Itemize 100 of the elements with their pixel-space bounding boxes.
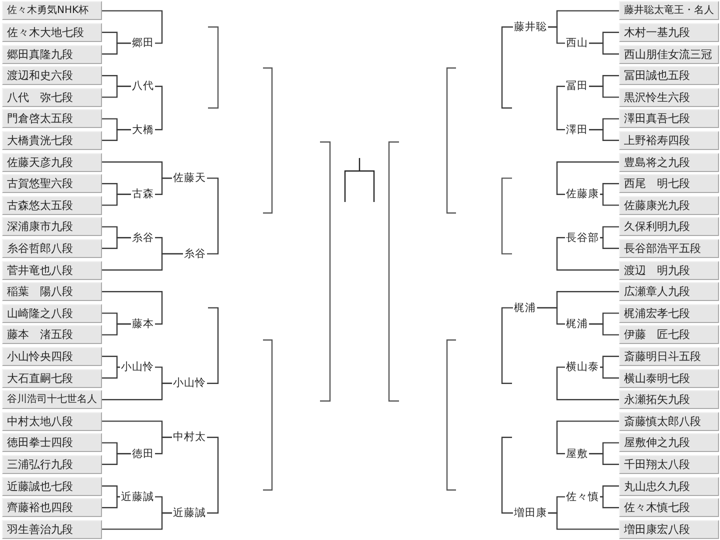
player-entry: 古賀悠聖六段 — [2, 174, 102, 194]
bracket-line — [589, 129, 619, 141]
winner-name: 佐々慎 — [565, 490, 600, 504]
player-entry: 佐々木勇気NHK杯 — [2, 1, 102, 20]
bracket-line — [102, 356, 120, 368]
winner-name: 小山怜 — [172, 376, 207, 390]
winner-name: 郷田 — [131, 36, 155, 50]
player-entry: 黒沢怜生六段 — [619, 88, 719, 107]
winner-name: 西山 — [565, 36, 589, 50]
player-entry: 徳田拳士四段 — [2, 433, 102, 452]
bracket-line — [600, 183, 619, 195]
bracket-line — [600, 496, 619, 508]
bracket-line — [501, 307, 513, 384]
bracket-line — [556, 366, 619, 400]
player-entry: 広瀬章人九段 — [619, 282, 719, 302]
bracket-line — [600, 356, 619, 368]
player-entry: 渡辺 明九段 — [619, 260, 719, 280]
bracket-line — [102, 453, 131, 465]
player-entry: 八代 弥七段 — [2, 88, 102, 107]
player-entry: 木村一基九段 — [619, 22, 719, 42]
winner-name: 古森 — [131, 187, 155, 202]
player-entry: 佐藤康光九段 — [619, 196, 719, 215]
bracket-line — [589, 86, 619, 98]
player-entry: 西山朋佳女流三冠 — [619, 44, 719, 64]
player-entry: 渡辺和史六段 — [2, 66, 102, 86]
bracket-line — [102, 129, 131, 141]
player-entry: 糸谷哲郎八段 — [2, 238, 102, 258]
player-entry: 古森悠太五段 — [2, 196, 102, 215]
winner-name: 佐藤天 — [172, 171, 207, 186]
player-entry: 稲葉 陽八段 — [2, 282, 102, 302]
player-entry: 羽生善治九段 — [2, 520, 102, 539]
winner-name: 澤田 — [565, 122, 589, 137]
bracket-line — [548, 26, 565, 44]
player-entry: 佐々木大地七段 — [2, 22, 102, 42]
bracket-line — [556, 161, 619, 195]
player-entry: 増田康宏八段 — [619, 520, 719, 539]
winner-name: 長谷部 — [565, 230, 600, 245]
bracket-line — [600, 237, 619, 249]
bracket-line — [556, 420, 619, 454]
player-entry: 斎藤明日斗五段 — [619, 346, 719, 366]
bracket-line — [600, 366, 619, 379]
bracket-line — [155, 436, 172, 454]
bracket-line — [102, 485, 120, 498]
player-entry: 冨田誠也五段 — [619, 66, 719, 86]
player-entry: 藤本 渚五段 — [2, 325, 102, 344]
bracket-line — [207, 178, 219, 254]
bracket-line — [102, 512, 172, 530]
bracket-line — [589, 42, 619, 55]
winner-name: 八代 — [131, 79, 155, 94]
bracket-line — [102, 496, 120, 508]
bracket-line — [207, 436, 219, 514]
player-entry: 藤井聡太竜王・名人 — [619, 1, 719, 20]
bracket-line — [102, 10, 163, 44]
player-entry: 横山泰明七段 — [619, 368, 719, 388]
player-entry: 門倉啓太五段 — [2, 109, 102, 128]
winner-name: 糸谷 — [131, 230, 155, 245]
bracket-line — [155, 86, 163, 130]
winner-name: 小山怜 — [120, 360, 155, 374]
bracket-line — [589, 323, 619, 336]
player-entry: 郷田真隆九段 — [2, 44, 102, 64]
player-entry: 上野裕寿四段 — [619, 130, 719, 150]
player-entry: 山崎隆之八段 — [2, 304, 102, 323]
player-entry: 永瀬拓矢九段 — [619, 390, 719, 410]
winner-name: 冨田 — [565, 79, 589, 94]
player-entry: 大石直嗣七段 — [2, 368, 102, 388]
bracket-line — [556, 86, 565, 130]
bracket-line — [102, 253, 183, 271]
bracket-line — [102, 194, 131, 206]
winner-name: 近藤誠 — [120, 490, 155, 504]
bracket-line — [102, 86, 131, 98]
winner-name: 屋敷 — [565, 446, 589, 461]
player-entry: 長谷部浩平五段 — [619, 238, 719, 258]
winner-name: 佐藤康 — [565, 187, 600, 202]
bracket-line — [102, 323, 131, 336]
bracket-line — [501, 26, 513, 109]
winner-name: 徳田 — [131, 446, 155, 461]
winner-name: 糸谷 — [183, 246, 207, 261]
player-entry: 屋敷伸之九段 — [619, 433, 719, 452]
bracket-line — [102, 366, 120, 379]
player-entry: 三浦弘行九段 — [2, 454, 102, 474]
player-entry: 西尾 明七段 — [619, 174, 719, 194]
player-entry: 谷川浩司十七世名人 — [2, 390, 102, 410]
bracket-line — [102, 237, 131, 249]
bracket-line — [207, 307, 219, 384]
winner-name: 中村太 — [172, 430, 207, 444]
player-entry: 佐藤天彦九段 — [2, 152, 102, 172]
winner-name: 藤井聡 — [513, 20, 548, 34]
player-entry: 丸山忠久九段 — [619, 476, 719, 496]
bracket-line — [556, 237, 619, 271]
bracket-line — [600, 226, 619, 238]
bracket-line — [155, 178, 172, 195]
player-entry: 深浦康市九段 — [2, 217, 102, 236]
bracket-line — [548, 512, 619, 530]
player-entry: 小山怜央四段 — [2, 346, 102, 366]
bracket-line — [537, 307, 565, 325]
winner-name: 近藤誠 — [172, 506, 207, 520]
bracket-line — [102, 42, 131, 55]
bracket-line — [600, 194, 619, 206]
player-entry: 斎藤慎太郎八段 — [619, 412, 719, 431]
winner-name: 増田康 — [513, 506, 548, 520]
